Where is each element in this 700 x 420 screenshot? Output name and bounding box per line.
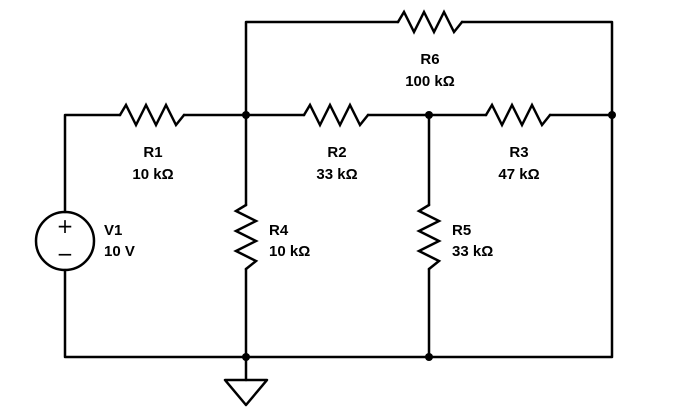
r2-name-label: R2 [327, 144, 346, 161]
junction-node [425, 353, 433, 361]
junction-node [608, 111, 616, 119]
resistor-r4 [233, 203, 259, 271]
junction-node [242, 111, 250, 119]
top-branch-wire [244, 20, 614, 117]
bottom-rail-wire [244, 113, 614, 359]
r1-name-label: R1 [143, 144, 162, 161]
r2-value-label: 33 kΩ [316, 166, 357, 183]
resistor-r2 [302, 102, 370, 128]
resistor-r3 [484, 102, 552, 128]
ground-symbol [223, 378, 269, 407]
r3-value-label: 47 kΩ [498, 166, 539, 183]
resistor-r1 [118, 102, 186, 128]
junction-node [425, 111, 433, 119]
junction-node [242, 353, 250, 361]
r5-value-label: 33 kΩ [452, 243, 493, 260]
r1-value-label: 10 kΩ [132, 166, 173, 183]
source-branch-wire [63, 113, 248, 359]
v1-name-label: V1 [104, 222, 122, 239]
resistor-r6 [396, 9, 464, 35]
voltage-source-v1: + − [34, 210, 96, 272]
r5-name-label: R5 [452, 222, 471, 239]
r3-name-label: R3 [509, 144, 528, 161]
r4-name-label: R4 [269, 222, 289, 239]
resistor-r5 [416, 203, 442, 271]
v1-value-label: 10 V [104, 243, 135, 260]
r6-value-label: 100 kΩ [405, 73, 455, 90]
r6-name-label: R6 [420, 51, 439, 68]
v1-plus-sign: + [57, 214, 74, 238]
v1-minus-sign: − [57, 242, 74, 266]
r4-value-label: 10 kΩ [269, 243, 310, 260]
